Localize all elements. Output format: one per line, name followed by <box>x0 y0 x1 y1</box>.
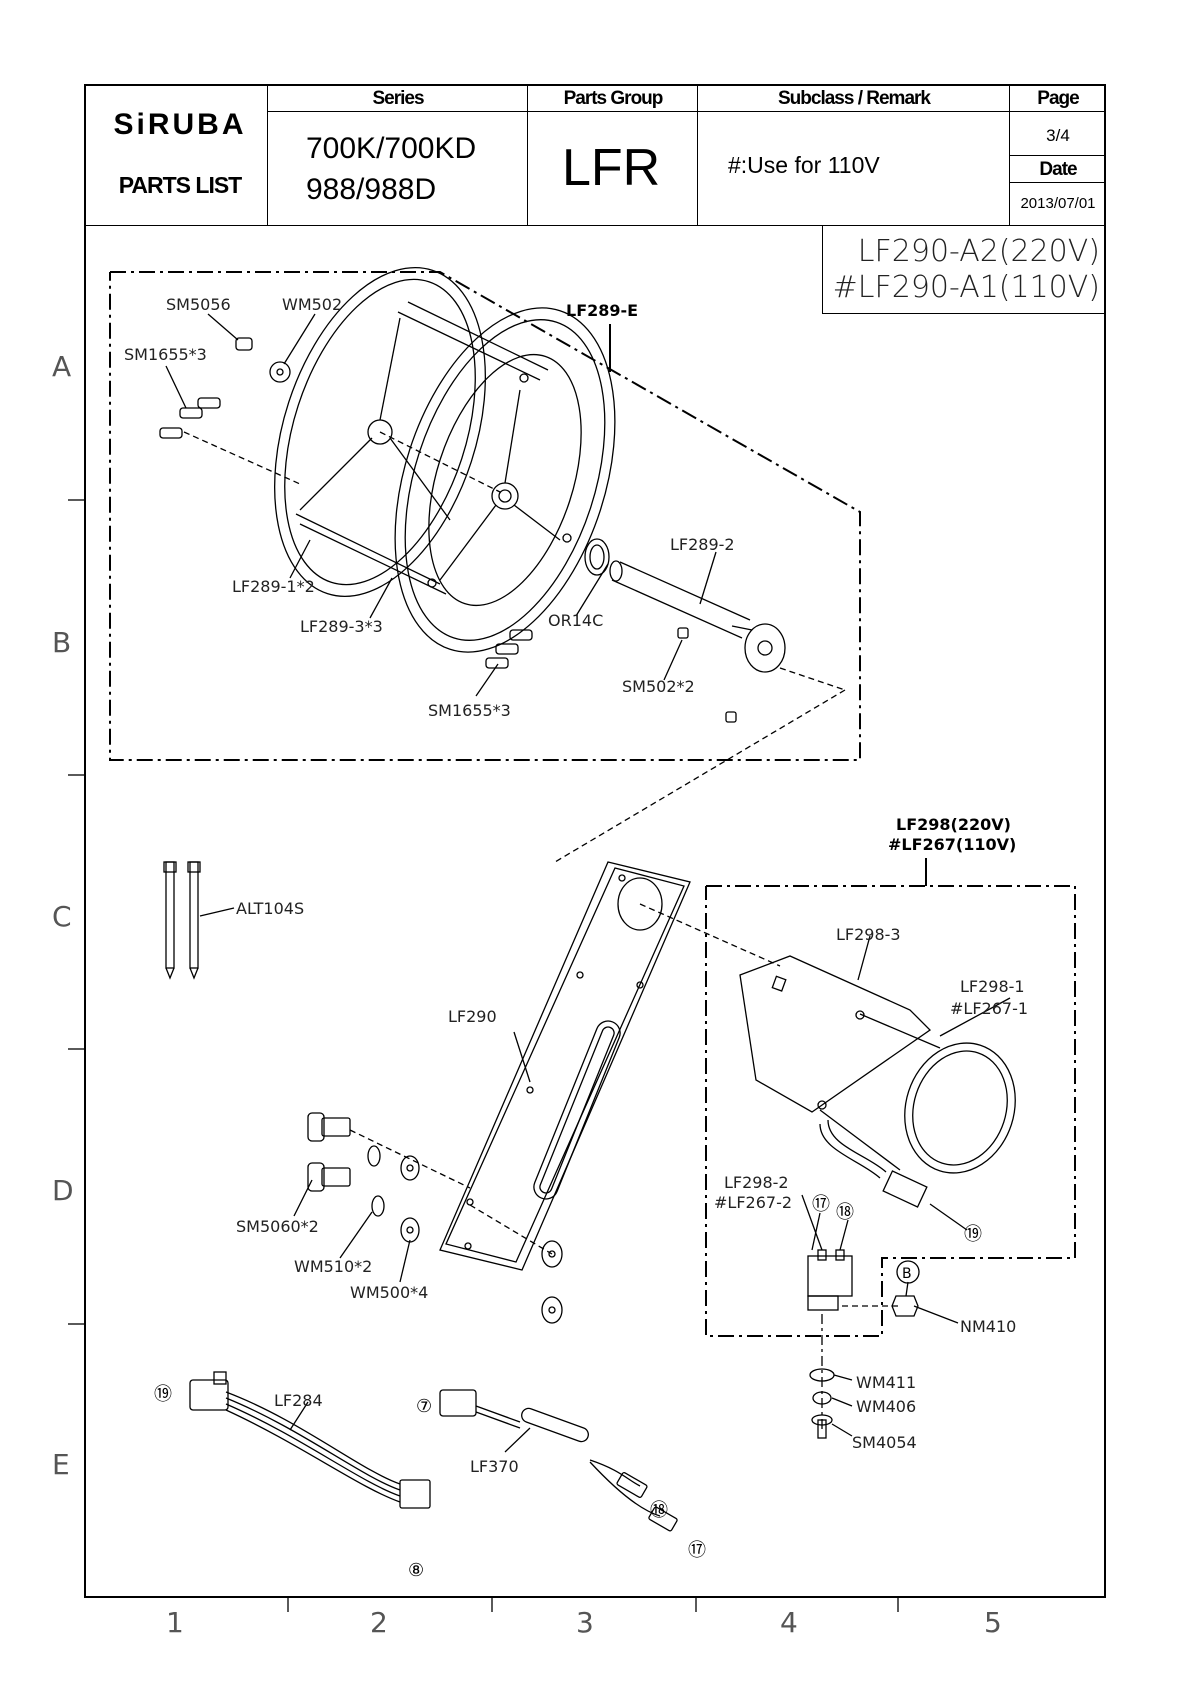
label-lf290: LF290 <box>448 1007 497 1026</box>
group-label: Parts Group <box>563 88 664 109</box>
label-lf267-2: #LF267-2 <box>714 1193 792 1212</box>
label-wm500: WM500*4 <box>350 1283 428 1302</box>
col-marker-3: 3 <box>576 1606 594 1639</box>
label-lf298: LF298(220V) <box>896 815 1011 834</box>
label-sm4054: SM4054 <box>852 1433 917 1452</box>
series-line-2: 988/988D <box>306 173 437 206</box>
page-value: 3/4 <box>1046 126 1070 145</box>
label-sm1655-top: SM1655*3 <box>124 345 207 364</box>
drawing-frame <box>84 84 1106 1598</box>
label-wm406: WM406 <box>856 1397 916 1416</box>
label-lf298-1: LF298-1 <box>960 977 1025 996</box>
callout-18-capacitor: ⑱ <box>836 1202 854 1223</box>
callout-17-capacitor: ⑰ <box>812 1194 830 1215</box>
callout-17-cable: ⑰ <box>688 1540 706 1561</box>
col-marker-5: 5 <box>984 1606 1002 1639</box>
screw-sm4054 <box>811 1414 833 1439</box>
assembly-title-220v: LF290-A2(220V) <box>857 234 1100 269</box>
label-lf289-e: LF289-E <box>566 301 638 320</box>
row-marker-e: E <box>52 1448 70 1481</box>
harness-lf284 <box>189 1371 431 1509</box>
label-lf289-3: LF289-3*3 <box>300 617 383 636</box>
series-label: Series <box>372 88 424 109</box>
doc-type: PARTS LIST <box>118 172 242 198</box>
screw-sm5056 <box>235 337 253 351</box>
label-lf289-2: LF289-2 <box>670 535 735 554</box>
washers-wm510 <box>367 1145 385 1217</box>
motor-assembly-boundary <box>705 885 1076 1337</box>
series-line-1: 700K/700KD <box>306 132 477 165</box>
label-lf284: LF284 <box>274 1391 323 1410</box>
capacitor-lf298-2 <box>807 1249 853 1311</box>
label-sm502: SM502*2 <box>622 677 695 696</box>
screws-sm5060 <box>307 1112 351 1192</box>
label-sm5056: SM5056 <box>166 295 231 314</box>
label-nm410: NM410 <box>960 1317 1016 1336</box>
washer-wm502 <box>269 361 291 383</box>
callout-19-motor: ⑲ <box>964 1224 982 1245</box>
axle-lf289-2 <box>609 560 786 673</box>
label-wm510: WM510*2 <box>294 1257 372 1276</box>
reel-front-wheel <box>394 307 616 653</box>
label-lf370: LF370 <box>470 1457 519 1476</box>
assembly-title-box <box>822 226 1106 314</box>
col-marker-2: 2 <box>370 1606 388 1639</box>
label-wm502: WM502 <box>282 295 342 314</box>
bracket-lf290 <box>439 861 691 1271</box>
row-marker-d: D <box>52 1174 74 1207</box>
group-value: LFR <box>562 139 661 197</box>
date-value: 2013/07/01 <box>1020 195 1096 212</box>
row-marker-a: A <box>52 350 72 383</box>
reel-back-wheel <box>274 266 486 598</box>
set-screws-sm502 <box>677 627 737 723</box>
callout-7-cable: ⑦ <box>416 1396 432 1417</box>
col-marker-4: 4 <box>780 1606 798 1639</box>
washer-wm406 <box>812 1391 832 1405</box>
o-ring-or14c <box>584 538 610 576</box>
reel-assembly-boundary <box>109 271 861 761</box>
row-marker-b: B <box>52 626 72 659</box>
col-marker-1: 1 <box>166 1606 184 1639</box>
label-lf298-3: LF298-3 <box>836 925 901 944</box>
assembly-title-110v: #LF290-A1(110V) <box>832 270 1100 305</box>
label-sm1655-bottom: SM1655*3 <box>428 701 511 720</box>
page-label: Page <box>1037 88 1079 109</box>
row-marker-c: C <box>52 900 72 933</box>
callout-18-cable: ⑱ <box>650 1500 668 1521</box>
nut-nm410 <box>891 1295 919 1317</box>
label-alt104s: ALT104S <box>236 899 304 918</box>
label-wm411: WM411 <box>856 1373 916 1392</box>
remark-value: #:Use for 110V <box>728 152 880 178</box>
label-or14c: OR14C <box>548 611 603 630</box>
date-label: Date <box>1039 159 1077 180</box>
label-lf298-2: LF298-2 <box>724 1173 789 1192</box>
remark-label: Subclass / Remark <box>778 88 931 109</box>
label-sm5060: SM5060*2 <box>236 1217 319 1236</box>
callout-b: B <box>902 1266 912 1282</box>
label-lf267-1: #LF267-1 <box>950 999 1028 1018</box>
motor-lf298 <box>739 955 1016 1208</box>
brand-logo: SiRUBA <box>113 108 247 141</box>
screws-sm1655-top <box>159 397 221 439</box>
screws-sm1655-bottom <box>485 629 533 669</box>
callout-19-harness: ⑲ <box>154 1384 172 1405</box>
callout-8-harness: ⑧ <box>408 1560 424 1581</box>
cable-ties-alt104s <box>163 861 201 980</box>
label-lf267: #LF267(110V) <box>888 835 1016 854</box>
label-lf289-1: LF289-1*2 <box>232 577 315 596</box>
cable-lf370 <box>439 1389 678 1532</box>
